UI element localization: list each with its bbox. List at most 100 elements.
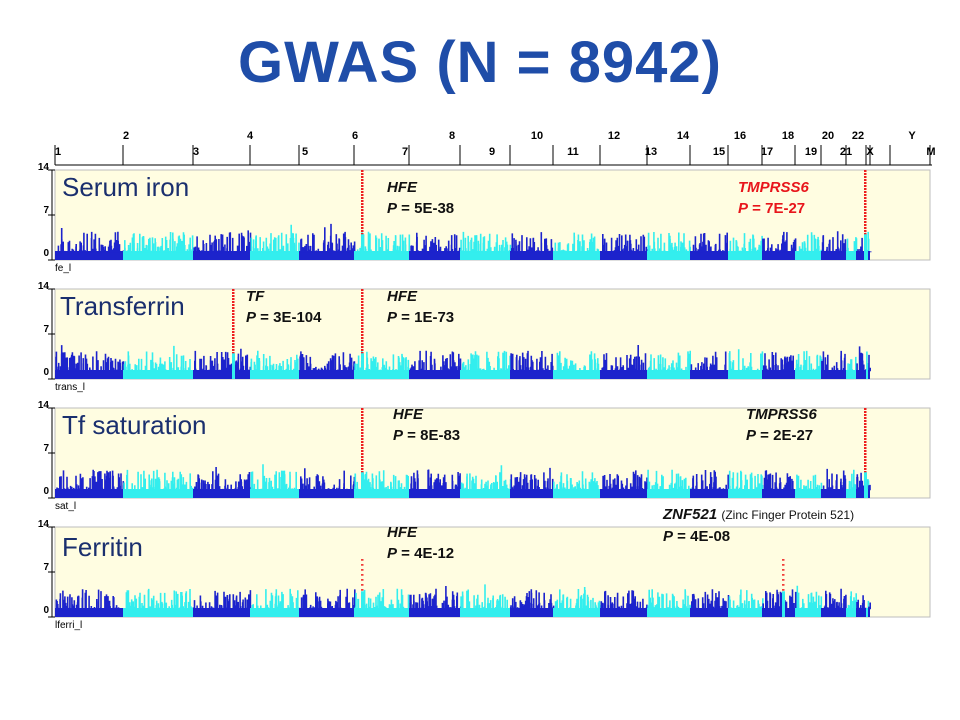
y-tick-label: 14	[37, 162, 49, 173]
chromosome-points	[600, 234, 648, 260]
snp-points	[821, 468, 847, 491]
peak-point	[864, 462, 867, 464]
chromosome-label: 3	[193, 146, 199, 158]
peak-point	[232, 337, 235, 339]
chromosome-points	[762, 589, 797, 617]
chromosome-points	[299, 468, 356, 498]
peak-point	[361, 218, 364, 220]
snp-density-block	[821, 370, 846, 379]
snp-points	[123, 588, 195, 610]
chromosome-points	[821, 468, 847, 498]
gene-label: HFE	[393, 406, 423, 423]
peak-point	[361, 417, 364, 419]
chromosome-points	[846, 356, 858, 379]
snp-density-block	[55, 370, 123, 379]
snp-density-block	[123, 608, 193, 617]
snp-points	[460, 584, 512, 610]
chromosome-points	[299, 351, 356, 379]
peak-point	[864, 191, 867, 193]
snp-points	[57, 228, 125, 253]
y-tick-label: 0	[43, 605, 49, 616]
chromosome-label: 15	[713, 146, 725, 158]
gene-label: TMPRSS6	[746, 406, 817, 423]
snp-density-block	[460, 370, 510, 379]
peak-point	[361, 337, 364, 339]
peak-point	[361, 313, 364, 315]
snp-density-block	[795, 251, 821, 260]
significant-peak	[864, 408, 867, 498]
significant-peak	[361, 408, 364, 498]
snp-points	[868, 354, 871, 372]
annotation-hfe: HFE P = 5E-38	[387, 177, 454, 219]
chromosome-points	[866, 351, 869, 379]
snp-density-block	[795, 370, 821, 379]
chromosome-points	[250, 588, 301, 617]
peak-point	[232, 298, 235, 300]
chromosome-points	[55, 228, 125, 260]
gene-label: HFE	[387, 524, 417, 541]
significant-peak	[232, 289, 235, 379]
peak-point	[864, 179, 867, 181]
chromosome-points	[409, 469, 461, 498]
p-value: = 2E-27	[756, 427, 814, 444]
peak-point	[361, 212, 364, 214]
snp-points	[510, 232, 555, 253]
peak-point	[361, 200, 364, 202]
peak-point	[361, 188, 364, 190]
snp-points	[821, 231, 848, 253]
peak-point	[361, 574, 364, 576]
chromosome-points	[354, 470, 410, 498]
chromosome-label: 21	[840, 146, 852, 158]
snp-density-block	[600, 608, 647, 617]
peak-point	[361, 194, 364, 196]
peak-base	[361, 353, 364, 379]
gene-label: TF	[246, 288, 265, 305]
peak-point	[864, 450, 867, 452]
peak-point	[361, 411, 364, 413]
snp-points	[193, 230, 252, 253]
peak-point	[864, 468, 867, 470]
peak-point	[361, 459, 364, 461]
peak-point	[232, 289, 235, 291]
snp-points	[193, 590, 252, 610]
peak-point	[864, 200, 867, 202]
snp-points	[299, 223, 356, 253]
manhattan-plot	[48, 526, 931, 618]
peak-point	[361, 453, 364, 455]
chromosome-points	[728, 470, 764, 498]
peak-point	[232, 319, 235, 321]
snp-density-block	[868, 370, 870, 379]
peak-point	[232, 334, 235, 336]
chromosome-points	[299, 588, 356, 617]
peak-point	[361, 224, 364, 226]
snp-points	[868, 484, 871, 491]
chromosome-points	[193, 590, 252, 617]
snp-points	[647, 350, 692, 372]
snp-points	[691, 470, 730, 491]
snp-density-block	[821, 608, 846, 617]
peak-point	[864, 182, 867, 184]
peak-point	[361, 227, 364, 229]
snp-points	[354, 231, 411, 253]
peak-point	[232, 304, 235, 306]
snp-density-block	[55, 608, 123, 617]
y-tick-label: 14	[37, 400, 49, 411]
snp-density-block	[600, 489, 647, 498]
snp-points	[795, 474, 823, 491]
chromosome-points	[409, 350, 462, 379]
chromosome-points	[795, 350, 823, 379]
chromosome-points	[846, 591, 858, 617]
snp-points	[460, 231, 512, 253]
snp-density-block	[553, 489, 600, 498]
chromosome-points	[460, 231, 512, 260]
peak-point	[361, 465, 364, 467]
snp-density-block	[55, 489, 123, 498]
chromosome-points	[460, 465, 512, 498]
peak-point	[361, 230, 364, 232]
snp-points	[647, 589, 691, 610]
chromosome-label: 17	[761, 146, 773, 158]
peak-point	[361, 221, 364, 223]
snp-density-block	[354, 489, 409, 498]
snp-density-block	[856, 608, 866, 617]
panel-ferritin: Ferritin 14 7 0 lferri_l HFE P = 4E-12 Z…	[0, 506, 960, 631]
